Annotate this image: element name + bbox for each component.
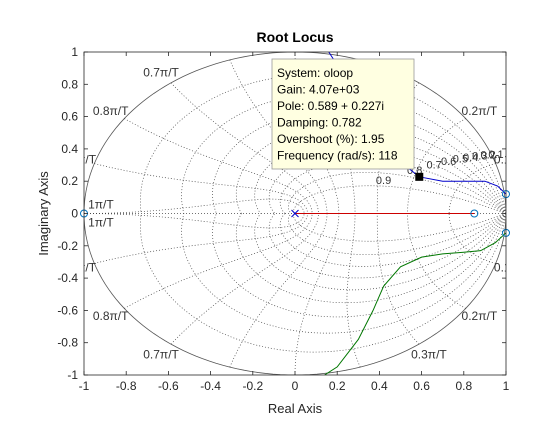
frequency-grid-line — [124, 213, 313, 309]
y-tick-label: 0 — [71, 207, 78, 221]
datatip-line: Damping: 0.782 — [277, 116, 362, 130]
frequency-label: 0.2π/T — [462, 309, 498, 323]
x-tick-label: 0 — [292, 379, 299, 393]
damping-grid-line — [293, 185, 506, 214]
damping-label: 0.6 — [441, 156, 456, 168]
locus-branch[interactable] — [324, 232, 506, 375]
frequency-grid-line — [448, 163, 496, 214]
damping-label: 0.1 — [488, 149, 503, 161]
x-tick-label: -1 — [79, 379, 90, 393]
y-tick-label: -0.4 — [57, 271, 78, 285]
y-tick-label: -0.8 — [57, 336, 78, 350]
x-tick-label: -0.8 — [116, 379, 137, 393]
y-tick-label: 0.4 — [61, 142, 78, 156]
chart-title: Root Locus — [257, 29, 334, 45]
datatip-box — [271, 58, 415, 170]
damping-label: 0.2 — [480, 150, 495, 162]
frequency-label: 1π/T — [88, 198, 114, 212]
damping-label: 0.3 — [472, 151, 487, 163]
frequency-grid-line — [170, 82, 319, 214]
datatip-line: System: oloop — [277, 66, 353, 80]
frequency-label: 0.6π/T — [207, 372, 243, 386]
damping-grid-line — [293, 213, 506, 242]
damping-label: 0.7 — [426, 159, 441, 171]
frequency-label: 0.6π/T — [207, 41, 243, 55]
damping-label: 0.5 — [453, 153, 468, 165]
frequency-label: 0.9π/T — [60, 153, 96, 167]
damping-label: 0.4 — [463, 152, 478, 164]
x-tick-label: 0.4 — [371, 379, 388, 393]
damping-grid-line — [139, 213, 506, 353]
frequency-grid-line — [407, 213, 466, 309]
damping-label: 0.9 — [376, 175, 391, 187]
y-tick-label: -0.6 — [57, 303, 78, 317]
damping-grid-line — [181, 93, 506, 214]
frequency-grid-line — [229, 59, 328, 214]
frequency-label: 0.9π/T — [60, 260, 96, 274]
frequency-label: 0.7π/T — [143, 65, 179, 79]
frequency-label: 0.8π/T — [93, 104, 129, 118]
frequency-grid-line — [407, 118, 466, 214]
y-tick-label: 0.6 — [61, 110, 78, 124]
y-tick-label: -0.2 — [57, 239, 78, 253]
datatip-line: Gain: 4.07e+03 — [277, 83, 360, 97]
datatip-line: Frequency (rad/s): 118 — [277, 149, 398, 163]
frequency-label: 0.1π/T — [494, 260, 530, 274]
x-tick-label: -0.4 — [200, 379, 221, 393]
y-axis-label: Imaginary Axis — [36, 171, 51, 256]
x-tick-label: 0.8 — [455, 379, 472, 393]
datatip-line: Pole: 0.589 + 0.227i — [277, 99, 384, 113]
x-tick-label: 0.6 — [413, 379, 430, 393]
x-tick-label: -0.6 — [158, 379, 179, 393]
frequency-label: 0.2π/T — [462, 104, 498, 118]
frequency-label: 1π/T — [88, 216, 114, 230]
y-tick-label: 0.2 — [61, 174, 78, 188]
y-tick-label: 0.8 — [61, 77, 78, 91]
y-tick-label: -1 — [67, 368, 78, 382]
frequency-grid-line — [229, 213, 328, 368]
frequency-label: 0.1π/T — [494, 153, 530, 167]
x-tick-label: 0.2 — [329, 379, 346, 393]
y-tick-label: 1 — [71, 45, 78, 59]
frequency-grid-line — [170, 213, 319, 345]
x-tick-label: -0.2 — [242, 379, 263, 393]
damping-grid-line — [268, 213, 506, 279]
x-axis-label: Real Axis — [268, 401, 323, 416]
frequency-label: 0.8π/T — [93, 309, 129, 323]
damping-grid-line — [181, 213, 506, 334]
frequency-grid-line — [124, 118, 313, 214]
datatip-line: Overshoot (%): 1.95 — [277, 132, 385, 146]
frequency-label: 0.7π/T — [143, 348, 179, 362]
selected-point-marker[interactable] — [415, 172, 424, 181]
damping-grid-line — [212, 213, 506, 318]
frequency-label: 0.3π/T — [411, 348, 447, 362]
frequency-grid-line — [294, 213, 340, 375]
x-tick-label: 1 — [503, 379, 510, 393]
zero-marker[interactable] — [470, 209, 479, 218]
frequency-grid-line — [448, 213, 496, 264]
pole-marker[interactable] — [291, 209, 299, 218]
damping-grid-line — [235, 213, 506, 304]
